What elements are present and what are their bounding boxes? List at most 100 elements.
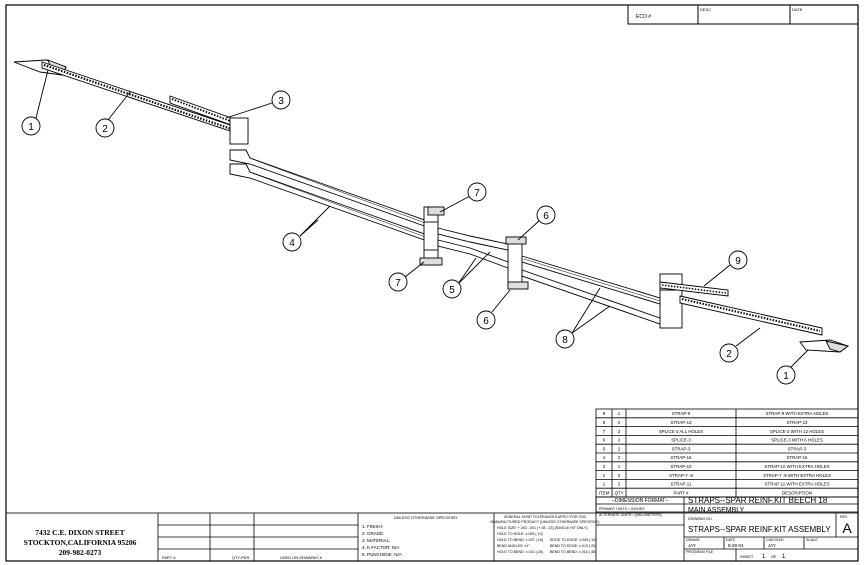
drawn-date: 8-29-04 [728, 543, 744, 548]
date-label: DATE [726, 538, 736, 542]
balloon-label: 6 [543, 211, 549, 222]
part-2-right-strap [679, 295, 823, 336]
tolerance-line: MANUFACTURED PRODUCT (UNLESS OTHERWISE S… [490, 520, 599, 524]
bom-cell: STRAP-11 [671, 482, 692, 487]
bill-of-materials [595, 408, 859, 498]
part-4-straps [229, 149, 431, 243]
balloon-label: 1 [783, 371, 789, 382]
bom-cell: 6 [603, 438, 606, 443]
tolerance-line: HOLE TO BEND: ±.007 (.18) [497, 538, 543, 542]
bom-cell: 2 [618, 420, 621, 425]
rev-label: REV [840, 515, 848, 519]
balloon-label: 2 [726, 349, 732, 360]
title-line-2: MAIN ASSEMBLY [688, 507, 745, 514]
title-line-1: STRAPS--SPAR REINF.KIT BEECH 18 [688, 496, 828, 505]
balloon-label: 5 [449, 285, 455, 296]
bom-cell: 2 [618, 438, 621, 443]
bom-cell: STRAP-16 [787, 455, 809, 460]
bom-cell: STRAP-3 [788, 446, 807, 451]
part-9-strap [659, 281, 729, 297]
balloon-label: 9 [735, 256, 741, 267]
program-file-label: PROGRAM FILE [686, 550, 714, 554]
part-2-left-strap [41, 61, 249, 138]
bom-cell: STRAP-9 WITH EXTRA HOLES [766, 411, 829, 416]
date-label: DATE [792, 7, 803, 12]
bom-cell: STRAP-9 [672, 411, 691, 416]
bom-cell: 1 [618, 464, 621, 469]
bom-cell: 4 [603, 455, 606, 460]
part-1-right [799, 339, 850, 353]
tolerance-line: HOLE SIZE: +.003 -.001 (+.08 -.03) (SING… [497, 526, 588, 530]
desc-label: DESC [700, 7, 711, 12]
unless-item: 4. K FACTOR: N/A [362, 545, 399, 550]
bom-cell: 2 [603, 473, 606, 478]
bom-cell: SPLICE-3 WITH 12 HOLES [770, 429, 824, 434]
balloon-label: 6 [483, 316, 489, 327]
company-address-line1: 7432 C.E. DIXON STREET [35, 528, 124, 537]
title-block [5, 496, 859, 562]
balloon-label: 1 [28, 122, 34, 133]
balloon-label: 4 [289, 238, 295, 249]
bom-cell: 1 [618, 411, 621, 416]
drawing-no-label: DRAWING NO. [688, 517, 713, 521]
part-8-straps [521, 255, 681, 327]
tolerance-right-line: EDGE TO EDGE: ±.005 (.13) [550, 538, 597, 542]
bom-cell: SPLICE-3 ALL HOLES [659, 429, 703, 434]
bom-cell: 2 [618, 473, 621, 478]
bom-header-cell: PART # [674, 490, 689, 495]
bom-cell: 7 [603, 429, 606, 434]
balloon-label: 7 [395, 278, 401, 289]
sheet-number: 1 [762, 554, 766, 560]
bom-cell: STRAP-13 [787, 420, 809, 425]
bom-cell: 8 [603, 420, 606, 425]
checked-by: JAY [768, 543, 776, 548]
bom-cell: STRAP-7 -8 WITH EXTRA HOLES [763, 473, 831, 478]
qty-per-label: QTY-PER [232, 555, 250, 560]
tolerance-line: GENERAL SHOP TOLERANCES APPLY FOR CNC [504, 515, 587, 519]
bom-header-cell: DESCRIPTION [782, 490, 812, 495]
bom-cell: 9 [603, 411, 606, 416]
bom-cell: STRAP-13 [671, 420, 693, 425]
company-phone: 209-982-0273 [59, 548, 102, 557]
tolerance-line: HOLE TO HOLE: ±.005 (.13) [497, 532, 543, 536]
bom-cell: STRAP-16 [671, 455, 693, 460]
bom-cell: 1 [603, 482, 606, 487]
balloon-label: 8 [562, 335, 568, 346]
bom-cell: 2 [618, 429, 621, 434]
dimension-format-label: --DIMENSION FORMAT-- [612, 498, 669, 504]
sheet-total: 1 [782, 554, 786, 560]
sheet-border [5, 4, 859, 562]
revision-block: ECO # DESC DATE [627, 4, 859, 25]
part-7-splices [419, 206, 445, 266]
balloon-labels: 1 2 3 4 7 6 7 5 6 9 8 2 1 [28, 96, 789, 382]
bom-cell: 2 [618, 455, 621, 460]
sheet-label: SHEET [740, 554, 754, 559]
unless-item: 3. MATERIAL: [362, 538, 390, 543]
tolerance-right-line: BEND TO BEND: ±.015 (.38) [550, 550, 596, 554]
bom-cell: STRAP-7 -8 [669, 473, 693, 478]
tolerance-line: HOLE TO BEND: ±.010 (.25) [497, 550, 543, 554]
used-on-label: USED ON DRAWING # [280, 555, 323, 560]
drawn-by: JAY [688, 543, 696, 548]
checked-label: CHECKED [766, 538, 784, 542]
tolerance-line: BEND ANGLES: ±1° [497, 544, 530, 548]
drawn-label: DRAWN [686, 538, 700, 542]
alternate-units: ALTERNATE UNITS = [MILLIMETERS] [599, 513, 661, 517]
bom-cell: STRAP-10 [671, 464, 693, 469]
unless-item: 2. GRADE: [362, 531, 384, 536]
primary-units: PRIMARY UNITS = INCHES [599, 507, 645, 511]
bom-cell: SPLICE-3 WITH 6 HOLES [771, 438, 823, 443]
of-label: OF [771, 554, 777, 559]
unless-title: UNLESS OTHERWISE SPECIFIED: [394, 515, 459, 520]
bom-cell: STRAP-10 WITH EXTRA HOLES [764, 464, 829, 469]
balloon-label: 2 [102, 124, 108, 135]
balloon-label: 7 [474, 188, 480, 199]
revision-letter: A [842, 520, 852, 536]
part-label: PART # [162, 555, 176, 560]
unless-item: 5. PUNCH/DIE: N/A [362, 552, 402, 557]
bom-header-cell: ITEM [599, 490, 610, 495]
unless-item: 1. FINISH: [362, 524, 383, 529]
bom-cell: 2 [618, 482, 621, 487]
